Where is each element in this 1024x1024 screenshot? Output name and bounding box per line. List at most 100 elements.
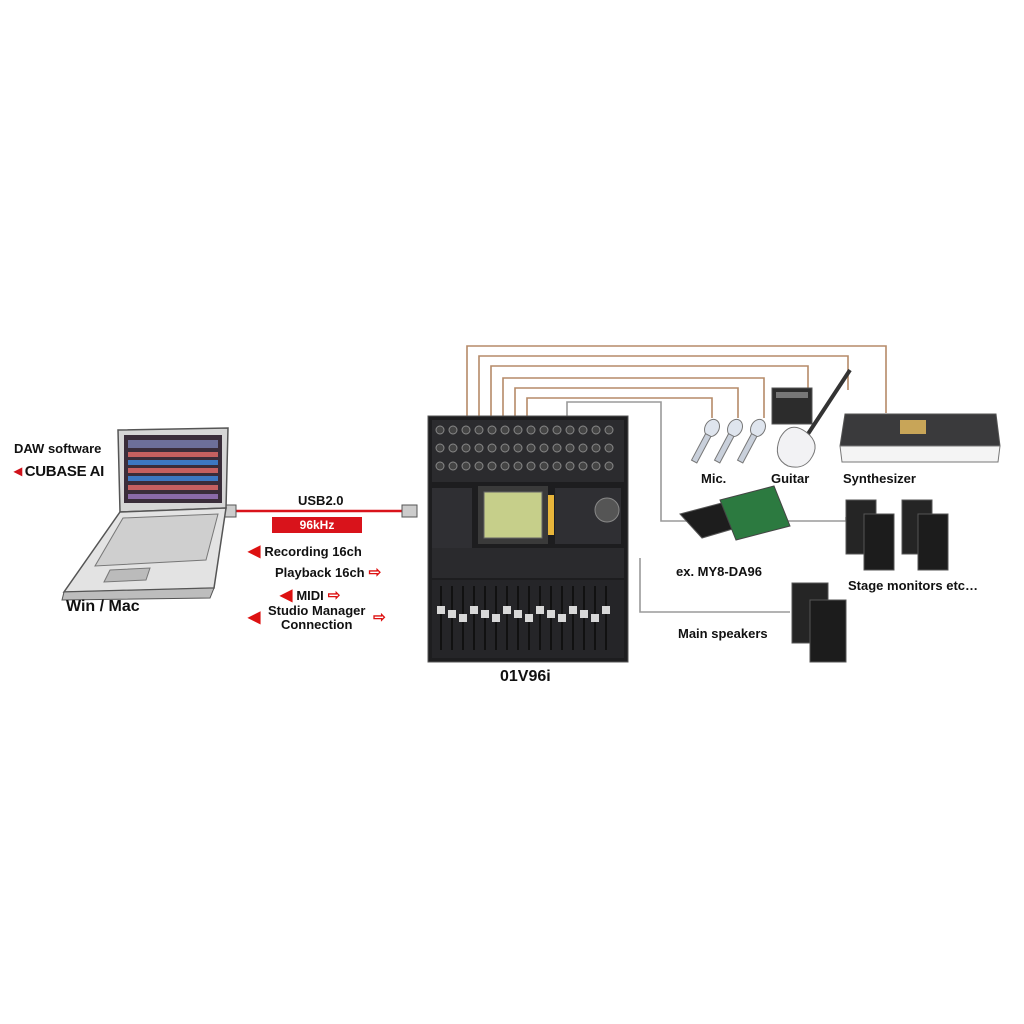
mixer-knob [500, 443, 510, 453]
fader-slot [572, 586, 574, 650]
fader-cap [514, 610, 522, 618]
fader-cap [591, 614, 599, 622]
main-speakers-label: Main speakers [678, 626, 768, 641]
rate-badge: 96kHz [272, 517, 362, 533]
fader-cap [580, 610, 588, 618]
mixer-knob [539, 425, 549, 435]
mixer-knob [461, 461, 471, 471]
fader-cap [558, 614, 566, 622]
mixer-knob [604, 443, 614, 453]
arrow-left-icon: ◀ [248, 543, 261, 560]
mixer-knob [435, 461, 445, 471]
mixer-knob [474, 425, 484, 435]
fader-cap [547, 610, 555, 618]
card-label: ex. MY8-DA96 [676, 564, 762, 579]
fader-cap [437, 606, 445, 614]
platform-label: Win / Mac [66, 598, 140, 615]
mixer-knob [591, 443, 601, 453]
fader-cap [569, 606, 577, 614]
mixer-knob [500, 425, 510, 435]
mic-label: Mic. [701, 471, 727, 486]
mixer-knob [604, 425, 614, 435]
mixer-knob [435, 443, 445, 453]
midi-row: ◀MIDI⇨ [280, 585, 340, 605]
mixer-knob [448, 461, 458, 471]
mixer-knob [578, 443, 588, 453]
fader-slot [473, 586, 475, 650]
guitar-icon [776, 368, 852, 468]
mixer-knob [539, 443, 549, 453]
recording-row: ◀Recording 16ch [248, 541, 362, 561]
mixer-knob [552, 425, 562, 435]
mixer-knob [474, 443, 484, 453]
mixer-knob [526, 461, 536, 471]
arrow-right-icon: ⇨ [373, 609, 386, 626]
fader-cap [459, 614, 467, 622]
arrow-left-icon: ◀ [248, 609, 261, 626]
mixer-knob [448, 443, 458, 453]
cubase-label: CUBASE AI [24, 463, 105, 480]
fader-cap [602, 606, 610, 614]
fader-slot [605, 586, 607, 650]
mixer-knob [487, 443, 497, 453]
mixer-knob [474, 461, 484, 471]
fader-cap [503, 606, 511, 614]
fader-cap [525, 614, 533, 622]
fader-cap [481, 610, 489, 618]
playback-row: Playback 16ch⇨ [275, 563, 381, 581]
arrow-right-icon: ⇨ [368, 564, 382, 581]
mixer-knobs [435, 425, 614, 471]
mixer-knob [578, 461, 588, 471]
main-speaker-icons [791, 582, 847, 663]
playback-label: Playback 16ch [275, 565, 365, 580]
interface-card-icon [679, 485, 791, 541]
studio-manager-row: ◀ Studio Manager Connection ⇨ [248, 604, 386, 632]
laptop-illustration [61, 427, 229, 601]
mixer-knob [526, 425, 536, 435]
daw-software-label: DAW software [14, 441, 102, 456]
fader-cap [492, 614, 500, 622]
mixer-knob [591, 461, 601, 471]
cubase-mark-icon: ◂ [14, 463, 22, 480]
usb-label: USB2.0 [298, 493, 344, 508]
fader-cap [536, 606, 544, 614]
mixer-knob [526, 443, 536, 453]
mixer-knob [513, 425, 523, 435]
mixer-knob [552, 443, 562, 453]
fader-cap [448, 610, 456, 618]
mixer-faders [437, 586, 610, 650]
midi-label: MIDI [296, 588, 324, 603]
studio-manager-label: Studio Manager [267, 603, 366, 618]
recording-label: Recording 16ch [264, 544, 362, 559]
stage-monitors-label: Stage monitors etc… [848, 578, 979, 593]
mixer-knob [435, 425, 445, 435]
mixer-knob [513, 461, 523, 471]
arrow-left-icon: ◀ [280, 587, 293, 604]
mixer-model-label: 01V96i [500, 668, 551, 685]
fader-slot [539, 586, 541, 650]
mixer-knob [487, 461, 497, 471]
microphone-icons [690, 418, 766, 464]
mixer-knob [500, 461, 510, 471]
mixer-knob [461, 425, 471, 435]
stage-monitor-icons [845, 499, 949, 571]
mixer-knob [604, 461, 614, 471]
mixer-knob [461, 443, 471, 453]
mixer-knob [539, 461, 549, 471]
mixer-knob [565, 425, 575, 435]
mixer-knob [448, 425, 458, 435]
synthesizer-icon [839, 413, 1001, 463]
fader-slot [506, 586, 508, 650]
mixer-knob [578, 425, 588, 435]
guitar-amp-icon [771, 387, 813, 425]
mixer-knob [487, 425, 497, 435]
guitar-label: Guitar [771, 471, 810, 486]
fader-cap [470, 606, 478, 614]
mixer-knob [565, 461, 575, 471]
mixer-knob [565, 443, 575, 453]
connection-label: Connection [280, 617, 353, 632]
mixer-knob [591, 425, 601, 435]
fader-slot [440, 586, 442, 650]
arrow-right-icon: ⇨ [327, 587, 341, 604]
